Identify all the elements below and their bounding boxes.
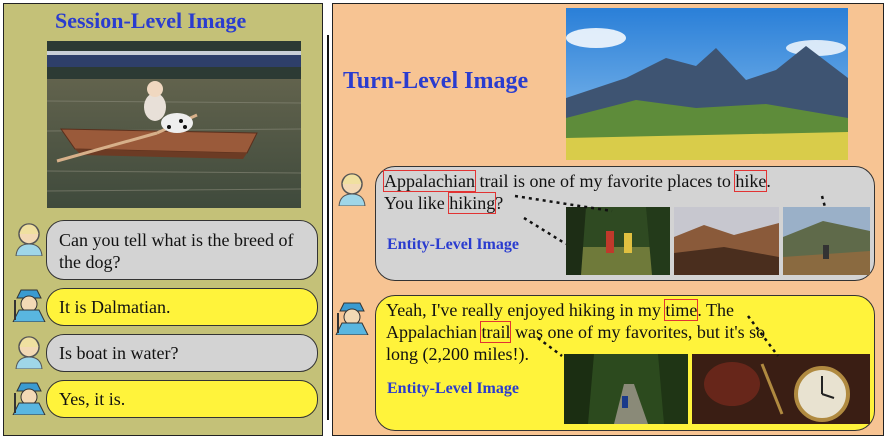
entity-time: time [664,299,699,321]
user-avatar-icon [13,335,45,374]
entity-level-label: Entity-Level Image [387,380,519,397]
bot-avatar-icon [11,381,47,420]
user-turn-text: . [766,171,771,191]
hiking-photo [566,207,670,275]
user-turn-text: ? [495,193,504,213]
bot-avatar-icon [11,288,47,327]
user-avatar-icon [13,222,45,261]
entity-hike: hike [734,170,768,192]
pocket-watch-photo [692,354,870,424]
panel-divider [327,35,329,420]
mountain-valley-photo [674,207,779,275]
user-turn-text: You like [384,193,450,213]
user-turn-line-2: You like hiking? [384,192,866,214]
entity-hiking: hiking [448,192,497,214]
user-utterance-1: Can you tell what is the breed of the do… [46,220,318,280]
bot-turn-line-1: Yeah, I've really enjoyed hiking in my t… [386,299,864,321]
turn-level-title: Turn-Level Image [343,68,529,94]
bot-turn-line-3: long (2,200 miles!). [386,344,529,364]
bot-turn-text: was one of my favorites, but it's so [510,322,766,342]
mountain-photo [566,8,848,160]
entity-appalachian: Appalachian [383,170,476,192]
user-turn-line-1: Appalachian trail is one of my favorite … [383,170,866,192]
user-avatar-icon [336,172,368,211]
bot-turn-text: Yeah, I've really enjoyed hiking in my [386,300,666,320]
bot-avatar-icon [334,301,370,340]
user-utterance-2: Is boat in water? [46,334,318,372]
boat-photo [47,41,301,208]
forest-trail-photo [564,354,688,424]
bot-turn-line-2: Appalachian trail was one of my favorite… [386,321,864,343]
bot-turn-text: Appalachian [386,322,482,342]
user-turn-text: trail is one of my favorite places to [474,171,736,191]
bot-utterance-2: Yes, it is. [46,380,318,418]
entity-level-label: Entity-Level Image [387,236,519,253]
bot-utterance-1: It is Dalmatian. [46,288,318,326]
session-level-title: Session-Level Image [55,8,247,33]
bot-turn-text: . The [697,300,735,320]
trail-hiker-photo [783,207,870,275]
entity-trail: trail [480,321,512,343]
